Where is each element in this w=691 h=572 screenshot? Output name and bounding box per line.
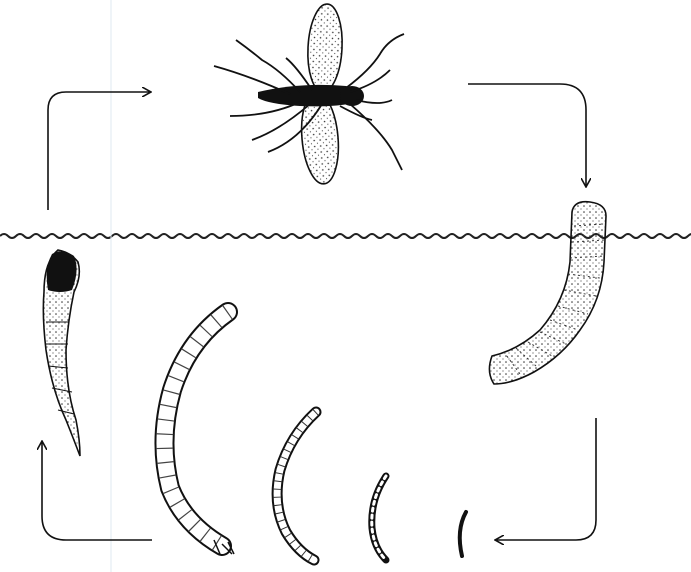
larva-instar-3-icon [277,412,316,560]
arrow-adult-to-egg [468,84,586,186]
adult-midge-icon [214,3,404,185]
arrow-egg-to-larva [496,418,596,540]
larva-instar-4-icon [164,312,234,554]
arrow-pupa-to-adult [48,92,150,210]
larva-instar-2-icon [372,476,386,560]
arrow-larva-to-pupa [42,442,152,540]
larva-instar-1-icon [460,512,466,556]
egg-mass-icon [489,202,606,384]
pupa-icon [43,250,80,456]
